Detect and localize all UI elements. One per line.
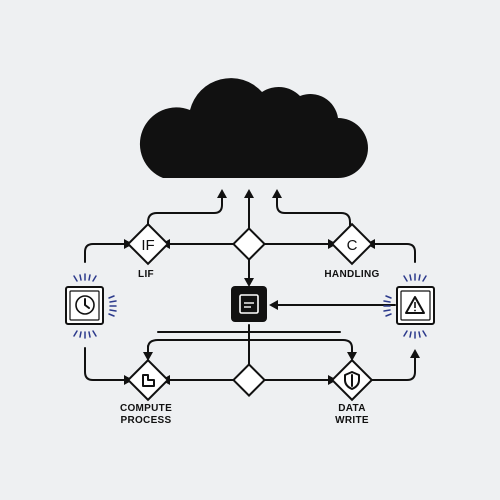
shield-icon xyxy=(344,371,360,390)
central-document-node[interactable] xyxy=(231,286,267,322)
warning-node[interactable] xyxy=(396,286,435,325)
bottom-row-connectors xyxy=(84,331,420,385)
clock-node[interactable] xyxy=(65,286,104,325)
data-write-label-line2: WRITE xyxy=(335,415,369,426)
folder-icon xyxy=(142,374,155,387)
lif-glyph: IF xyxy=(141,237,154,254)
clock-icon xyxy=(75,295,95,315)
compute-label-line1: COMPUTE xyxy=(120,403,172,414)
center-bottom-diamond xyxy=(232,363,266,397)
lif-label: LIF xyxy=(138,269,154,280)
data-write-node[interactable] xyxy=(330,358,374,402)
uplink-connectors xyxy=(147,189,351,241)
handling-label: HANDLING xyxy=(324,269,379,280)
cloud-icon xyxy=(139,78,368,178)
warning-icon xyxy=(405,296,425,314)
data-write-label-line1: DATA xyxy=(338,403,366,414)
handling-glyph: C xyxy=(347,237,358,254)
handling-node[interactable]: C xyxy=(330,222,374,266)
compute-label-line2: PROCESS xyxy=(120,415,171,426)
compute-process-node[interactable] xyxy=(126,358,170,402)
warning-signal-rays xyxy=(383,273,427,339)
document-icon xyxy=(239,294,259,314)
center-top-diamond xyxy=(232,227,266,261)
clock-signal-rays xyxy=(73,273,117,339)
middle-row-connectors xyxy=(269,300,396,310)
lif-node[interactable]: IF xyxy=(126,222,170,266)
